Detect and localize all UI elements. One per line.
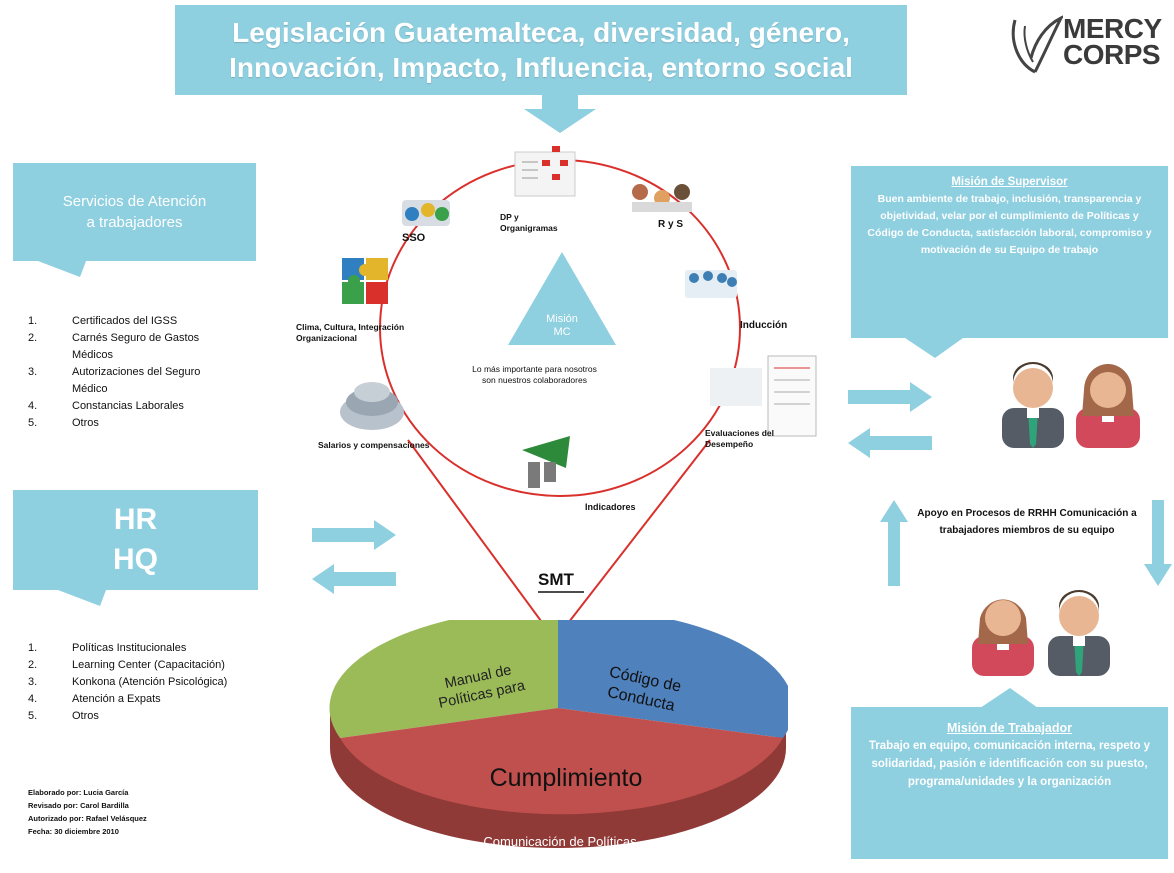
credit-line: Revisado por: Carol Bardilla: [28, 801, 129, 810]
arrow-right-icon: [848, 382, 932, 412]
list-item: 4.Atención a Expats: [28, 693, 161, 705]
hr-line-1: HR: [113, 503, 158, 536]
compliance-pie: [329, 620, 788, 848]
credit-line: Autorizado por: Rafael Velásquez: [28, 814, 147, 823]
title-line-2: Innovación, Impacto, Influencia, entorno…: [229, 52, 853, 83]
worker-callout-pointer: [980, 688, 1038, 708]
label-sso: SSO: [402, 232, 426, 244]
pie-depth: [330, 708, 786, 848]
induction-icon: [685, 270, 737, 298]
label-evaluaciones: Evaluaciones del Desempeño: [705, 428, 774, 449]
logo-line-2: CORPS: [1063, 39, 1161, 70]
supervisors-people-icon: [1002, 362, 1140, 448]
supervisor-callout-pointer: [905, 338, 963, 358]
credits: Elaborado por: Lucia García Revisado por…: [28, 786, 147, 838]
puzzle-icon: [342, 258, 388, 304]
supervisor-exchange-arrows: [848, 382, 932, 458]
pie-slice-red: [340, 708, 783, 815]
credit-line: Elaborado por: Lucia García: [28, 788, 129, 797]
services-list: 1.Certificados del IGSS 2.Carnés Seguro …: [28, 313, 242, 432]
hr-callout-pointer: [58, 590, 106, 606]
indicators-icon: [522, 436, 570, 488]
services-line-1: Servicios de Atención: [62, 193, 207, 210]
mission-caption: Lo más importante para nosotros son nues…: [472, 364, 597, 385]
hr-hq-callout: HR HQ: [13, 490, 258, 590]
support-text: Apoyo en Procesos de RRHH Comunicación a…: [917, 508, 1137, 536]
services-callout: Servicios de Atención a trabajadores: [13, 163, 256, 261]
person-female-icon: [1076, 364, 1140, 448]
pie-label-red: Cumplimiento: [489, 764, 643, 792]
pie-bottom-label: Comunicación de Políticas: [483, 834, 637, 849]
list-item: 1.Certificados del IGSS: [28, 315, 178, 327]
services-line-2: a trabajadores: [86, 214, 183, 231]
list-item: 3.Autorizaciones del Seguro Médico: [28, 366, 201, 395]
leaf-logo-icon: [1011, 15, 1063, 74]
mission-triangle: [508, 252, 616, 345]
title-callout: Legislación Guatemalteca, diversidad, gé…: [175, 5, 907, 95]
list-item: 2.Carnés Seguro de Gastos Médicos: [28, 332, 200, 361]
worker-heading: Misión de Trabajador: [946, 721, 1073, 735]
list-item: 2.Learning Center (Capacitación): [28, 659, 225, 671]
triangle-line-2: MC: [553, 326, 571, 338]
credit-line: Fecha: 30 diciembre 2010: [28, 827, 119, 836]
workers-people-icon: [972, 590, 1110, 676]
title-callout-arrow: [524, 95, 596, 133]
coins-icon: [340, 382, 404, 430]
pie-slice-green: [329, 620, 558, 738]
worker-body: Trabajo en equipo, comunicación interna,…: [868, 740, 1151, 788]
title-line-1: Legislación Guatemalteca, diversidad, gé…: [232, 17, 850, 48]
evaluation-form-icon: [710, 355, 817, 437]
pie-slice-blue: [558, 620, 788, 738]
smt-label: SMT: [538, 570, 574, 589]
list-item: 5.Otros: [28, 710, 99, 722]
mission-triangle-text: Misión MC: [532, 313, 592, 339]
supervisor-heading: Misión de Supervisor: [951, 176, 1068, 188]
organigram-icon: [514, 146, 576, 197]
label-indicadores: Indicadores: [585, 502, 636, 512]
label-clima: Clima, Cultura, Integración Organizacion…: [296, 322, 405, 343]
label-salarios: Salarios y compensaciones: [318, 440, 430, 450]
recruitment-icon: [632, 184, 692, 212]
mercy-corps-logo: MERCY CORPS: [1005, 12, 1170, 82]
person-male-icon: [1048, 590, 1110, 676]
arrow-left-icon: [848, 428, 932, 458]
label-dp: DP y Organigramas: [500, 212, 558, 233]
hr-line-2: HQ: [113, 543, 158, 576]
person-male-icon: [1002, 362, 1064, 448]
logo-line-1: MERCY: [1063, 13, 1162, 44]
hr-exchange-arrows: [312, 520, 396, 594]
list-item: 5.Otros: [28, 417, 99, 429]
arrow-down-icon: [1144, 500, 1172, 586]
person-female-icon: [972, 599, 1034, 676]
list-item: 3.Konkona (Atención Psicológica): [28, 676, 228, 688]
funnel-line-left: [407, 439, 556, 641]
arrow-up-icon: [880, 500, 908, 586]
list-item: 4.Constancias Laborales: [28, 400, 184, 412]
hr-list: 1.Políticas Institucionales 2.Learning C…: [28, 640, 322, 725]
services-callout-pointer: [38, 261, 86, 277]
arrow-left-icon: [312, 564, 396, 594]
triangle-line-1: Misión: [546, 313, 578, 325]
supervisor-body: Buen ambiente de trabajo, inclusión, tra…: [867, 193, 1152, 256]
supervisor-mission-box: Misión de Supervisor Buen ambiente de tr…: [851, 166, 1168, 338]
label-induccion: Inducción: [740, 320, 788, 331]
hr-cycle-diagram: [340, 146, 817, 641]
list-item: 1.Políticas Institucionales: [28, 642, 187, 654]
funnel-line-right: [554, 439, 711, 641]
arrow-right-icon: [312, 520, 396, 550]
worker-mission-box: Misión de Trabajador Trabajo en equipo, …: [851, 707, 1168, 859]
sso-icon: [402, 200, 450, 226]
label-rys: R y S: [658, 219, 684, 230]
